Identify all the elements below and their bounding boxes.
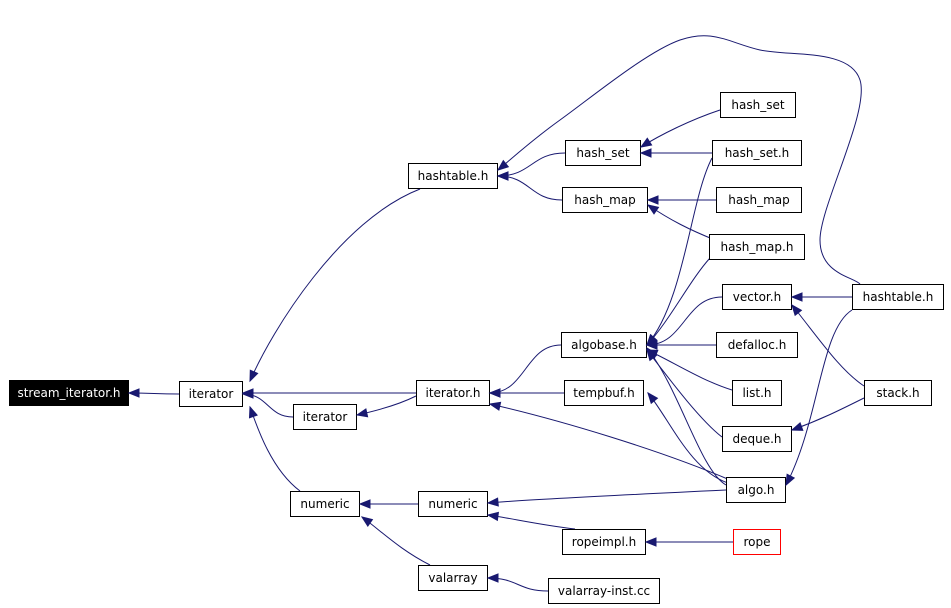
node-label: algobase.h: [571, 338, 637, 352]
edge-hash_map_h-to-algobase_h: [646, 257, 711, 346]
arrowhead-valarray-to-numeric1: [360, 516, 374, 527]
node-label: ropeimpl.h: [571, 535, 637, 549]
node-algobase-h[interactable]: algobase.h: [561, 332, 647, 358]
node-label: iterator: [188, 387, 234, 401]
arrowhead-algo_h-to-algobase_h: [646, 346, 658, 360]
edge-vector_h-to-algobase_h: [646, 296, 723, 346]
arrowhead-algo_h-to-iterator_h: [488, 401, 502, 411]
node-label: stack.h: [876, 386, 920, 400]
node-hash-map2[interactable]: hash_map: [716, 187, 802, 213]
arrowhead-stack_h-to-deque_h: [790, 422, 804, 431]
edge-algo_h-to-numeric2: [487, 489, 727, 504]
node-vector-h[interactable]: vector.h: [722, 284, 792, 310]
node-label: algo.h: [737, 483, 775, 497]
node-label: defalloc.h: [727, 338, 787, 352]
edge-hashtable_h-to-iterator1: [249, 188, 421, 382]
arrowhead-hashtable_h-to-iterator1: [249, 369, 259, 383]
node-hashtable-h[interactable]: hashtable.h: [408, 163, 498, 189]
node-label: iterator: [302, 410, 348, 424]
node-valarray[interactable]: valarray: [418, 565, 488, 591]
arrowhead-hashtable_h2-to-algo_h: [785, 473, 796, 487]
arrowhead-defalloc_h-to-algobase_h: [645, 340, 658, 350]
node-hash-map1[interactable]: hash_map: [562, 187, 648, 213]
arrowhead-hashtable_h2-to-vector_h: [790, 292, 803, 302]
node-label: hash_map: [574, 193, 636, 207]
arrowhead-algo_h-to-tempbuf_h: [647, 391, 659, 405]
node-iterator-h[interactable]: iterator.h: [416, 380, 490, 406]
node-label: deque.h: [732, 432, 782, 446]
arrowhead-rope-to-ropeimpl_h: [644, 537, 657, 547]
node-valarray-inst-cc[interactable]: valarray-inst.cc: [548, 578, 660, 604]
arrowhead-hash_set_h-to-hash_set1: [639, 148, 652, 158]
arrowhead-algo_h-to-numeric2: [486, 497, 499, 507]
node-label: iterator.h: [425, 386, 481, 400]
node-iterator2[interactable]: iterator: [293, 404, 357, 430]
node-label: hashtable.h: [862, 290, 934, 304]
node-label: hashtable.h: [417, 169, 489, 183]
node-label: rope: [743, 535, 771, 549]
node-label: valarray-inst.cc: [557, 584, 651, 598]
node-algo-h[interactable]: algo.h: [726, 477, 786, 503]
arrowhead-numeric2-to-numeric1: [358, 499, 371, 509]
arrowhead-iterator_h-to-iterator2: [355, 408, 369, 418]
edge-algo_h-to-iterator_h: [489, 403, 731, 481]
edge-algo_h-to-tempbuf_h: [647, 392, 729, 484]
node-label: valarray: [428, 571, 478, 585]
arrowhead-ropeimpl_h-to-numeric2: [486, 511, 499, 522]
node-label: hash_set: [576, 146, 630, 160]
arrowhead-hashtable_h2-to-hashtable_h: [496, 159, 510, 171]
arrowhead-hash_map_h-to-hash_map1: [646, 204, 660, 215]
node-hash-map-h[interactable]: hash_map.h: [709, 234, 805, 260]
arrowhead-hash_set2-to-hash_set1: [639, 137, 653, 148]
node-numeric1[interactable]: numeric: [290, 491, 360, 517]
node-stack-h[interactable]: stack.h: [864, 380, 932, 406]
node-label: numeric: [300, 497, 350, 511]
edge-algo_h-to-algobase_h: [646, 347, 727, 486]
edge-hash_set_h-to-algobase_h: [646, 157, 713, 346]
node-label: numeric: [428, 497, 478, 511]
node-label: hash_map: [728, 193, 790, 207]
node-hash-set1[interactable]: hash_set: [565, 140, 641, 166]
arrowhead-hash_map1-to-hashtable_h: [496, 171, 509, 181]
node-stream-iterator-h[interactable]: stream_iterator.h: [9, 380, 129, 406]
node-label: tempbuf.h: [573, 386, 635, 400]
node-iterator1[interactable]: iterator: [179, 381, 243, 407]
edge-deque_h-to-algobase_h: [646, 349, 723, 438]
node-label: stream_iterator.h: [17, 386, 121, 400]
node-numeric2[interactable]: numeric: [418, 491, 488, 517]
node-label: list.h: [742, 386, 772, 400]
node-label: hash_set.h: [724, 146, 790, 160]
edge-hashtable_h2-to-hashtable_h: [497, 35, 862, 285]
node-defalloc-h[interactable]: defalloc.h: [716, 332, 798, 358]
arrowhead-tempbuf_h-to-iterator_h: [488, 388, 501, 398]
arrowhead-iterator1-to-stream_iterator_h: [127, 388, 140, 398]
edge-hashtable_h2-to-algo_h: [785, 309, 853, 486]
arrowhead-stack_h-to-vector_h: [791, 303, 803, 317]
node-hashtable-h2[interactable]: hashtable.h: [852, 284, 944, 310]
node-deque-h[interactable]: deque.h: [722, 426, 792, 452]
node-hash-set-h[interactable]: hash_set.h: [712, 140, 802, 166]
node-list-h[interactable]: list.h: [732, 380, 782, 406]
node-label: hash_map.h: [720, 240, 794, 254]
arrowhead-numeric1-to-iterator1: [248, 405, 258, 419]
arrowhead-hash_map2-to-hash_map1: [646, 195, 659, 205]
edge-stack_h-to-vector_h: [791, 304, 865, 387]
node-label: vector.h: [732, 290, 782, 304]
node-tempbuf-h[interactable]: tempbuf.h: [564, 380, 644, 406]
node-rope[interactable]: rope: [733, 529, 781, 555]
node-label: hash_set: [731, 98, 785, 112]
node-ropeimpl-h[interactable]: ropeimpl.h: [562, 529, 646, 555]
arrowhead-iterator_h-to-iterator1: [241, 388, 254, 398]
arrowhead-valarray_inst_cc-to-valarray: [486, 573, 499, 583]
node-hash-set2[interactable]: hash_set: [720, 92, 796, 118]
